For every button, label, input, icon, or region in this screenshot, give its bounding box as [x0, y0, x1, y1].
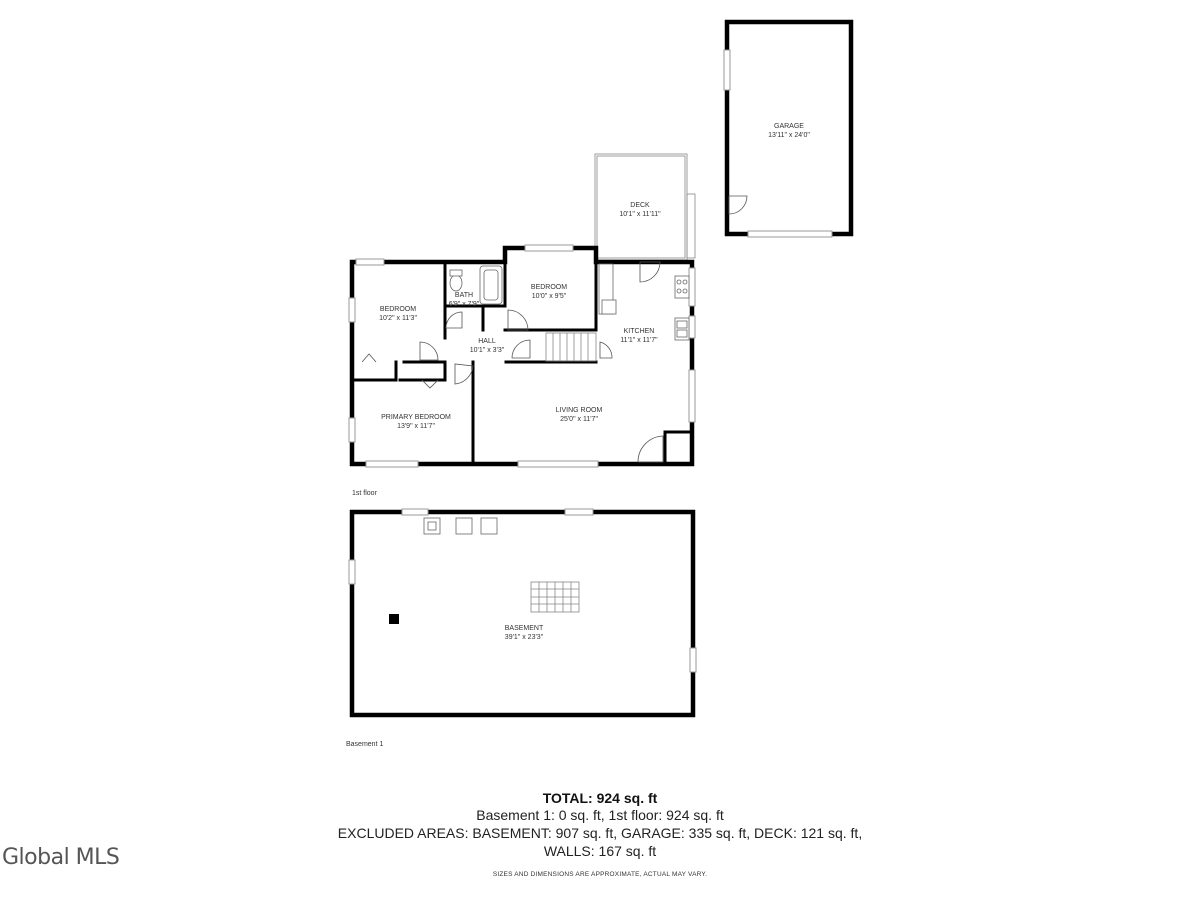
burner: [676, 279, 682, 285]
window-kitchen-1: [688, 267, 696, 307]
window-bedroom-left-side: [348, 297, 356, 323]
window-living-side: [688, 369, 696, 423]
closet-door-a: [361, 353, 377, 363]
window-kitchen-2: [688, 315, 696, 339]
basement-window-4: [689, 647, 697, 673]
door-bath: [445, 311, 463, 329]
global-mls-logo: Global MLS: [2, 845, 120, 870]
burner: [682, 288, 688, 294]
bedroom-left-name: BEDROOM: [380, 306, 416, 313]
living-room-dims: 25'0" x 11'7": [560, 416, 598, 423]
window-bedroom-left-top: [355, 258, 385, 266]
sink-bowl: [676, 320, 688, 329]
basement-name: BASEMENT: [505, 625, 544, 632]
support-column: [389, 614, 399, 624]
garage: GARAGE 13'11" x 24'0": [723, 19, 854, 238]
window-primary-bottom: [365, 460, 419, 468]
bathtub-basin: [483, 269, 499, 301]
basement-dims: 39'1" x 23'3": [505, 634, 544, 641]
basement-window-3: [348, 559, 356, 585]
walls-area: WALLS: 167 sq. ft: [543, 843, 657, 859]
stairs-basement: [530, 581, 580, 613]
burner: [682, 279, 688, 285]
stairs-first-floor: [545, 332, 597, 362]
garage-window: [723, 49, 731, 91]
deck-steps: [686, 193, 696, 259]
garage-door-opening: [747, 230, 833, 238]
excluded-areas: EXCLUDED AREAS: BASEMENT: 907 sq. ft, GA…: [337, 825, 863, 841]
door-bedroom-left: [419, 341, 439, 361]
bedroom-upper-name: BEDROOM: [531, 284, 567, 291]
primary-bedroom-name: PRIMARY BEDROOM: [381, 414, 451, 421]
window-living-bottom: [517, 460, 599, 468]
stove: [674, 275, 690, 299]
total-area: TOTAL: 924 sq. ft: [542, 790, 658, 806]
garage-dims: 13'11" x 24'0": [768, 132, 810, 139]
burner: [676, 288, 682, 294]
door-deck: [639, 261, 661, 283]
door-front: [637, 435, 664, 463]
basement-walls: [349, 509, 696, 718]
door-primary: [454, 363, 474, 385]
first-floor-exterior-walls: [349, 245, 695, 467]
window-bedroom-upper: [524, 244, 574, 252]
basement: BASEMENT 39'1" x 23'3" Basement 1: [346, 508, 697, 748]
window-primary-side: [348, 417, 356, 443]
refrigerator: [601, 299, 617, 315]
area-breakdown: Basement 1: 0 sq. ft, 1st floor: 924 sq.…: [476, 807, 724, 823]
hall-dims: 10'1" x 3'3": [470, 347, 505, 354]
door-bedroom-upper: [507, 309, 529, 331]
garage-name: GARAGE: [774, 123, 804, 130]
door-stairs-right: [599, 341, 613, 359]
washer: [455, 517, 473, 535]
deck: DECK 10'1" x 11'11": [594, 153, 696, 261]
bedroom-upper-dims: 10'0" x 9'5": [532, 293, 567, 300]
sink-bowl: [676, 329, 688, 338]
basement-window-1: [401, 508, 429, 516]
door-stairs: [511, 339, 531, 359]
deck-name: DECK: [630, 202, 650, 209]
bath-dims: 6'9" x 7'9": [449, 301, 480, 308]
garage-door-swing: [728, 195, 748, 215]
stairs-outline: [545, 332, 597, 362]
utility-sink-bowl: [427, 521, 437, 531]
closet-door-b: [421, 379, 439, 389]
first-floor-label: 1st floor: [352, 490, 378, 497]
deck-dims: 10'1" x 11'11": [619, 211, 661, 218]
kitchen-name: KITCHEN: [624, 328, 655, 335]
dryer: [480, 517, 498, 535]
kitchen-dims: 11'1" x 11'7": [620, 337, 658, 344]
first-floor: BEDROOM 10'2" x 11'3" BATH 6'9" x 7'9" B…: [348, 244, 696, 497]
basement-window-2: [564, 508, 594, 516]
disclaimer: SIZES AND DIMENSIONS ARE APPROXIMATE, AC…: [492, 871, 708, 878]
basement-floor-label: Basement 1: [346, 741, 383, 748]
bath-name: BATH: [455, 292, 473, 299]
deck-inner: [596, 155, 686, 259]
living-room-name: LIVING ROOM: [556, 407, 603, 414]
hall-name: HALL: [478, 338, 496, 345]
primary-bedroom-dims: 13'9" x 11'7": [397, 423, 435, 430]
toilet-tank: [449, 269, 463, 277]
toilet: [449, 274, 463, 292]
bedroom-left-dims: 10'2" x 11'3": [379, 315, 417, 322]
